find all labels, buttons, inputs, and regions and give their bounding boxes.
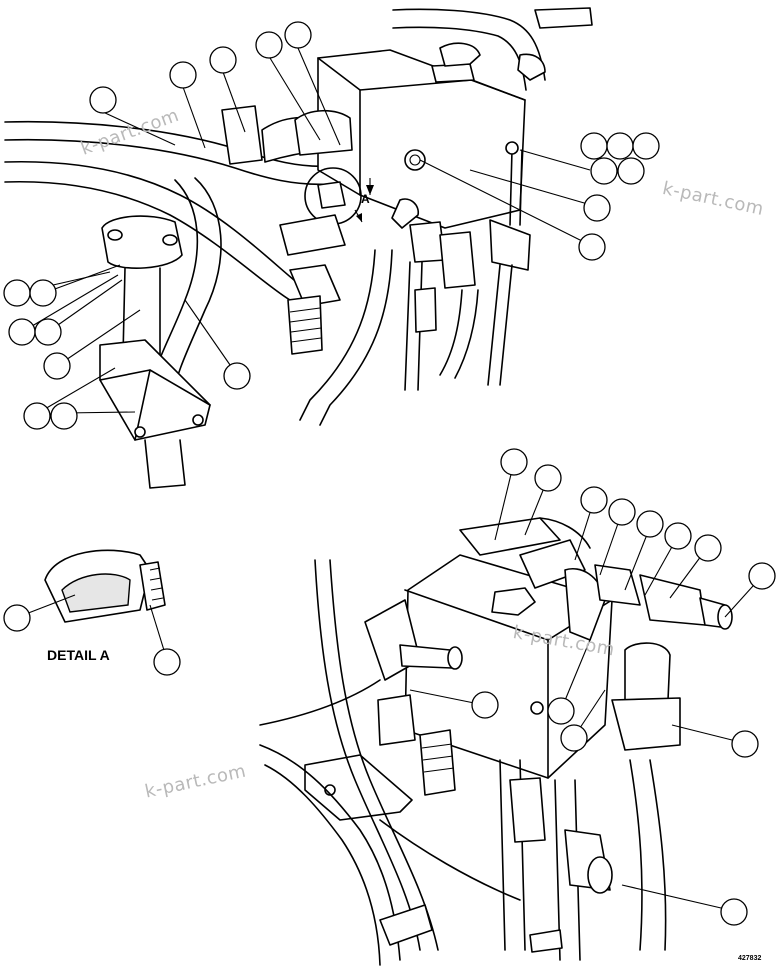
bottom-assembly bbox=[259, 517, 733, 966]
callout-balloon bbox=[748, 562, 776, 590]
callout-balloon bbox=[3, 279, 31, 307]
detail-a-drawing bbox=[44, 549, 166, 623]
callout-balloon bbox=[534, 464, 562, 492]
figure-number: 427832 bbox=[738, 955, 762, 962]
callout-balloon bbox=[3, 604, 31, 632]
callout-balloon bbox=[223, 362, 251, 390]
detail-a-label: DETAIL A bbox=[47, 647, 110, 663]
callout-balloon bbox=[694, 534, 722, 562]
callout-balloon bbox=[560, 724, 588, 752]
callout-balloon bbox=[664, 522, 692, 550]
callout-balloon bbox=[169, 61, 197, 89]
callout-balloon bbox=[578, 233, 606, 261]
callout-balloon bbox=[632, 132, 660, 160]
callout-balloon bbox=[284, 21, 312, 49]
callout-balloon bbox=[590, 157, 618, 185]
view-a-marker: A bbox=[361, 192, 370, 206]
clamp-base bbox=[99, 339, 211, 441]
callout-balloon bbox=[29, 279, 57, 307]
callout-balloons bbox=[3, 21, 776, 926]
callout-balloon bbox=[547, 697, 575, 725]
callout-balloon bbox=[8, 318, 36, 346]
callout-balloon bbox=[500, 448, 528, 476]
callout-balloon bbox=[617, 157, 645, 185]
flange bbox=[101, 215, 183, 269]
callout-balloon bbox=[43, 352, 71, 380]
callout-balloon bbox=[606, 132, 634, 160]
callout-balloon bbox=[50, 402, 78, 430]
callout-balloon bbox=[153, 648, 181, 676]
callout-balloon bbox=[34, 318, 62, 346]
callout-balloon bbox=[255, 31, 283, 59]
callout-balloon bbox=[636, 510, 664, 538]
callout-balloon bbox=[731, 730, 759, 758]
callout-balloon bbox=[209, 46, 237, 74]
view-a-arrows bbox=[354, 178, 374, 223]
callout-balloon bbox=[580, 132, 608, 160]
callout-balloon bbox=[583, 194, 611, 222]
callout-balloon bbox=[471, 691, 499, 719]
callout-balloon bbox=[720, 898, 748, 926]
callout-balloon bbox=[89, 86, 117, 114]
top-assembly bbox=[4, 7, 593, 489]
callout-balloon bbox=[608, 498, 636, 526]
callout-balloon bbox=[23, 402, 51, 430]
callout-balloon bbox=[580, 486, 608, 514]
